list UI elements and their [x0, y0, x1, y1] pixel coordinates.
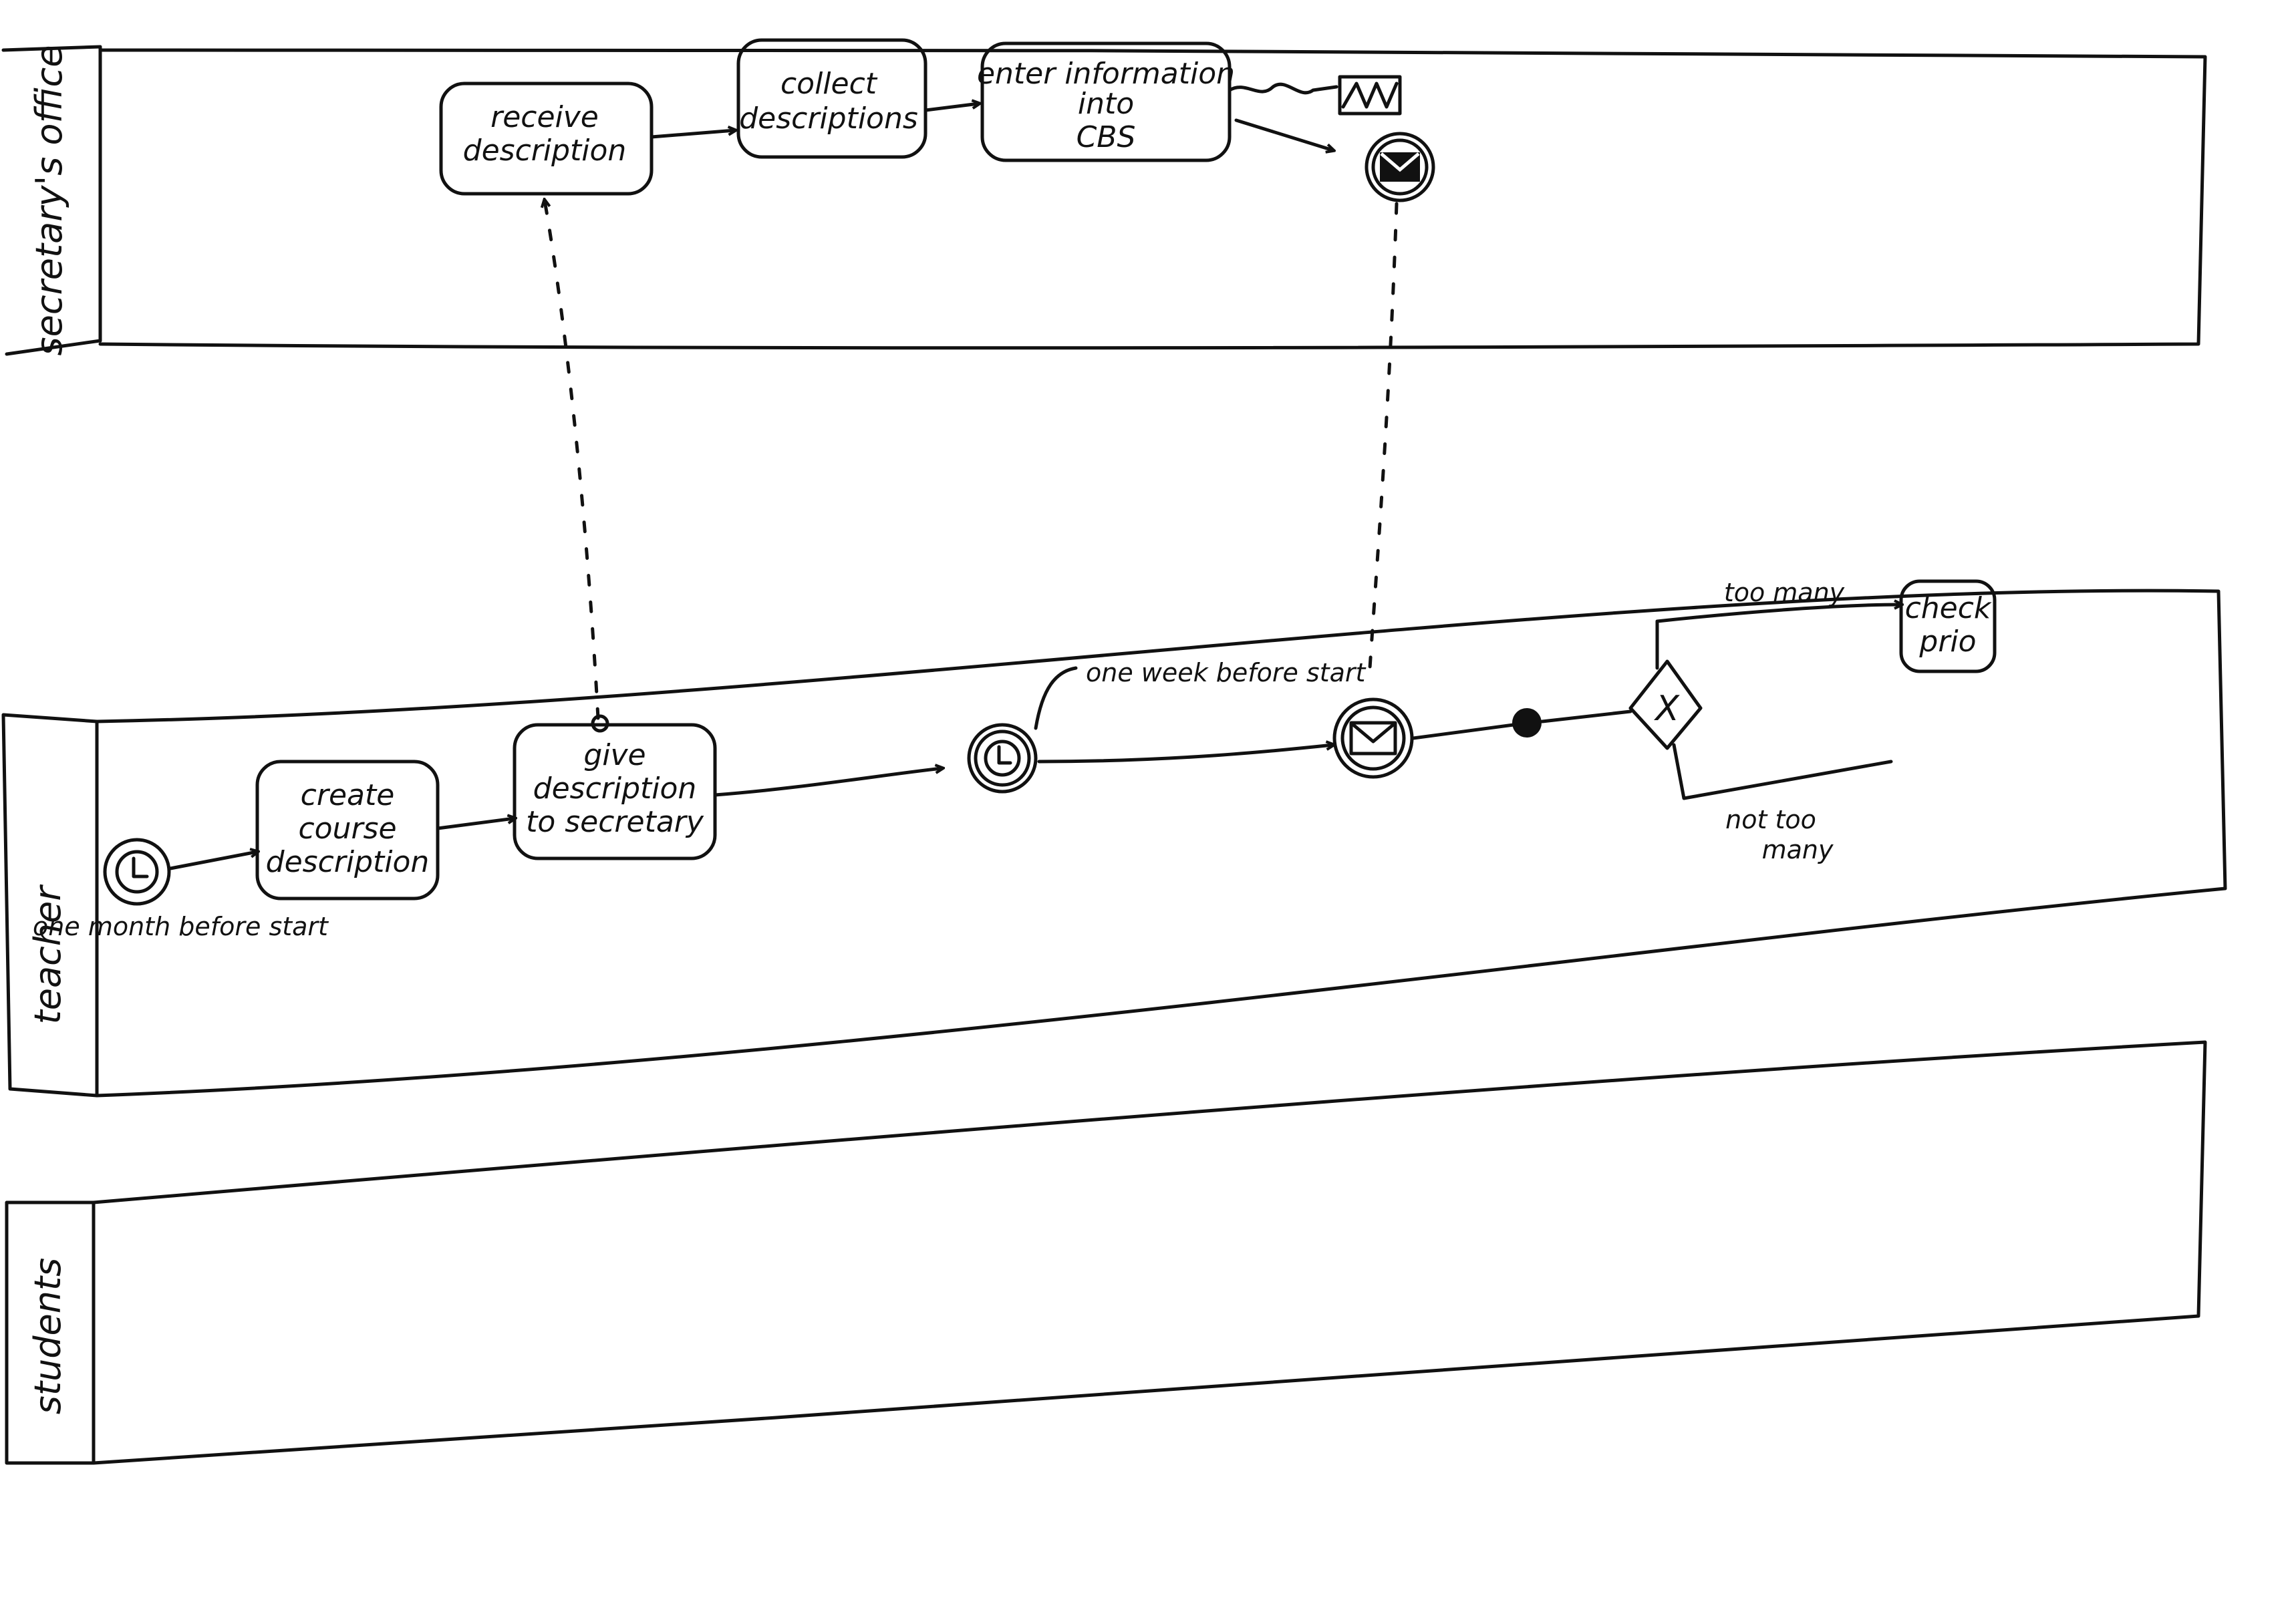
scribble-mark [1512, 708, 1542, 738]
gateway-symbol: X [1653, 689, 1680, 729]
sequence-flow [713, 768, 942, 797]
sequence-flow-bottom [1672, 743, 1893, 800]
sequence-flow [1234, 118, 1333, 150]
branch-label: many [1762, 835, 1834, 864]
task-box [736, 38, 927, 159]
envelope-icon [1349, 721, 1397, 756]
message-flow [545, 200, 600, 720]
task-line: check [1905, 591, 1992, 625]
task-box [255, 760, 440, 901]
lane-secretary-office: secretary's office [1, 45, 2207, 356]
task-give-description: give description to secretary [513, 723, 717, 860]
lane-teacher: teacher [1, 589, 2227, 1098]
task-box [980, 41, 1232, 162]
lane-label: students [27, 1258, 69, 1415]
task-line: collect [780, 67, 878, 101]
event-outer-ring [1332, 697, 1414, 779]
event-outer-ring [967, 723, 1038, 794]
data-store-box [1338, 75, 1402, 116]
event-label: one week before start [1086, 658, 1367, 687]
lane-header-box [1, 45, 102, 356]
event-inner-ring [974, 729, 1031, 787]
task-receive-description: receive description [439, 82, 654, 196]
task-check-prio: check prio [1899, 579, 1997, 673]
task-box [1899, 579, 1997, 673]
sequence-flow [168, 852, 257, 870]
lane-students: students [5, 1040, 2207, 1465]
task-box [513, 723, 717, 860]
data-association [1228, 82, 1338, 95]
annotation-bracket [1034, 666, 1078, 730]
branch-label: not too [1725, 805, 1816, 834]
clock-icon [115, 850, 159, 894]
lane-body [98, 47, 2207, 350]
lane-body [92, 1040, 2207, 1465]
task-line: into [1078, 87, 1134, 121]
sequence-flow [1540, 709, 1632, 723]
envelope-icon [1380, 152, 1420, 182]
exclusive-gateway: X [1628, 659, 1703, 750]
task-collect-descriptions: collect descriptions [736, 38, 927, 159]
task-line: CBS [1077, 120, 1136, 154]
task-line: course [298, 812, 396, 846]
task-line: description [533, 772, 697, 806]
sequence-flow [1037, 745, 1333, 764]
data-store-scribble [1341, 82, 1399, 109]
sequence-flow [650, 130, 735, 139]
message-throw-event [1365, 132, 1435, 202]
message-catch-event [1332, 697, 1414, 779]
task-line: enter information [977, 57, 1235, 91]
lane-body [95, 589, 2227, 1098]
timer-start-event: one month before start [33, 838, 329, 941]
task-line: description [266, 845, 430, 879]
sequence-flow [436, 818, 515, 830]
lane-label: teacher [27, 884, 69, 1025]
event-inner-ring [1340, 705, 1406, 771]
timer-intermediate-event: one week before start [967, 658, 1367, 794]
event-label: one month before start [33, 912, 329, 941]
task-line: create [301, 778, 395, 812]
event-inner-ring [1371, 138, 1429, 196]
event-outer-ring [1365, 132, 1435, 202]
task-line: descriptions [739, 102, 918, 136]
sequence-flow [923, 104, 979, 112]
event-ring [103, 838, 171, 906]
lane-label: secretary's office [28, 45, 70, 356]
branch-label: too many [1724, 578, 1845, 607]
sequence-flow [1411, 723, 1516, 740]
task-create-course-description: create course description [255, 760, 440, 901]
task-line: prio [1918, 625, 1976, 659]
message-flow [1368, 202, 1399, 670]
task-enter-information: enter information into CBS [977, 41, 1235, 162]
task-line: receive [490, 100, 599, 134]
sequence-flow-top [1655, 605, 1901, 670]
clock-icon [984, 740, 1021, 777]
database-icon [1338, 75, 1402, 116]
task-line: to secretary [526, 805, 704, 839]
task-line: give [583, 738, 646, 772]
gateway-diamond [1628, 659, 1703, 750]
task-line: description [463, 134, 627, 168]
